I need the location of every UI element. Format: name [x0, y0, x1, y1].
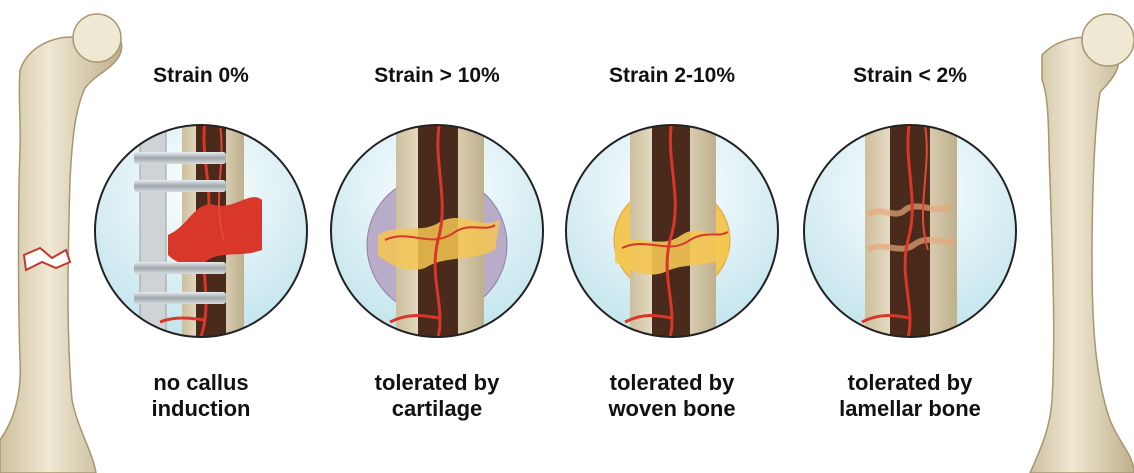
right-femur	[1030, 14, 1134, 473]
caption-line: no callus	[81, 370, 321, 396]
panel-title: Strain > 10%	[327, 64, 547, 88]
panel-illustration-strain-under-2	[804, 110, 1016, 350]
caption-line: woven bone	[552, 396, 792, 422]
caption-line: cartilage	[317, 396, 557, 422]
panel-caption: no callus induction	[81, 370, 321, 422]
panel-illustration-strain-2-10	[566, 110, 778, 350]
panel-title: Strain < 2%	[800, 64, 1020, 88]
panel-caption: tolerated by woven bone	[552, 370, 792, 422]
caption-line: induction	[81, 396, 321, 422]
caption-line: tolerated by	[552, 370, 792, 396]
panel-caption: tolerated by cartilage	[317, 370, 557, 422]
panel-caption: tolerated by lamellar bone	[790, 370, 1030, 422]
panel-title: Strain 2-10%	[562, 64, 782, 88]
panel-illustration-strain-over-10	[331, 110, 543, 350]
panel-illustration-strain-0	[95, 110, 307, 350]
panel-title: Strain 0%	[91, 64, 311, 88]
caption-line: tolerated by	[790, 370, 1030, 396]
caption-line: lamellar bone	[790, 396, 1030, 422]
caption-line: tolerated by	[317, 370, 557, 396]
